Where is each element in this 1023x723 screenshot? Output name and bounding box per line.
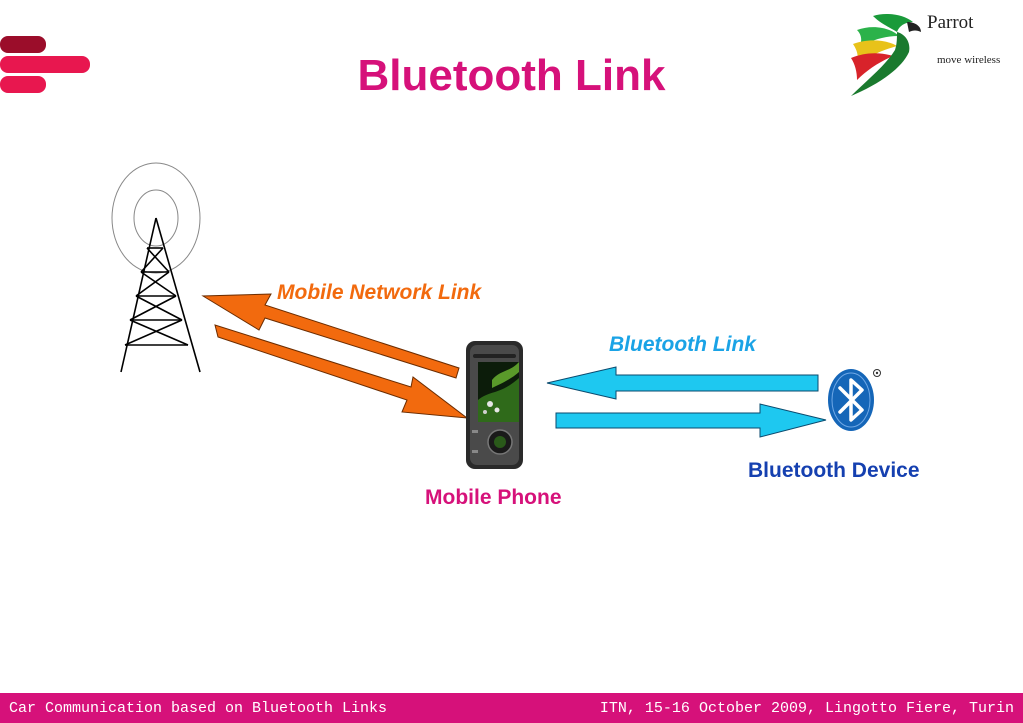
footer-presentation-title: Car Communication based on Bluetooth Lin… [9,700,388,717]
mobile-phone-label: Mobile Phone [425,486,562,509]
footer-event-info: ITN, 15-16 October 2009, Lingotto Fiere,… [599,700,1014,717]
parrot-bird-icon [851,14,921,96]
bluetooth-arrow-to-phone [546,366,819,400]
network-arrow-to-phone [214,324,469,419]
bluetooth-icon [828,369,881,431]
decorative-bars [0,36,90,93]
cell-tower-icon [111,162,201,373]
parrot-logo: Parrot move wireless [845,10,1020,100]
bluetooth-link-label: Bluetooth Link [609,333,756,356]
bluetooth-arrow-to-device [555,403,827,438]
mobile-phone-icon [466,341,523,469]
mobile-network-link-label: Mobile Network Link [277,281,482,304]
logo-name: Parrot [927,12,974,33]
network-arrow-to-tower [201,293,460,379]
logo-tagline: move wireless [937,54,1001,66]
footer-bar: Car Communication based on Bluetooth Lin… [0,693,1023,723]
bluetooth-device-label: Bluetooth Device [748,459,920,482]
bluetooth-link-diagram [111,162,881,469]
slide-title: Bluetooth Link [357,51,666,100]
